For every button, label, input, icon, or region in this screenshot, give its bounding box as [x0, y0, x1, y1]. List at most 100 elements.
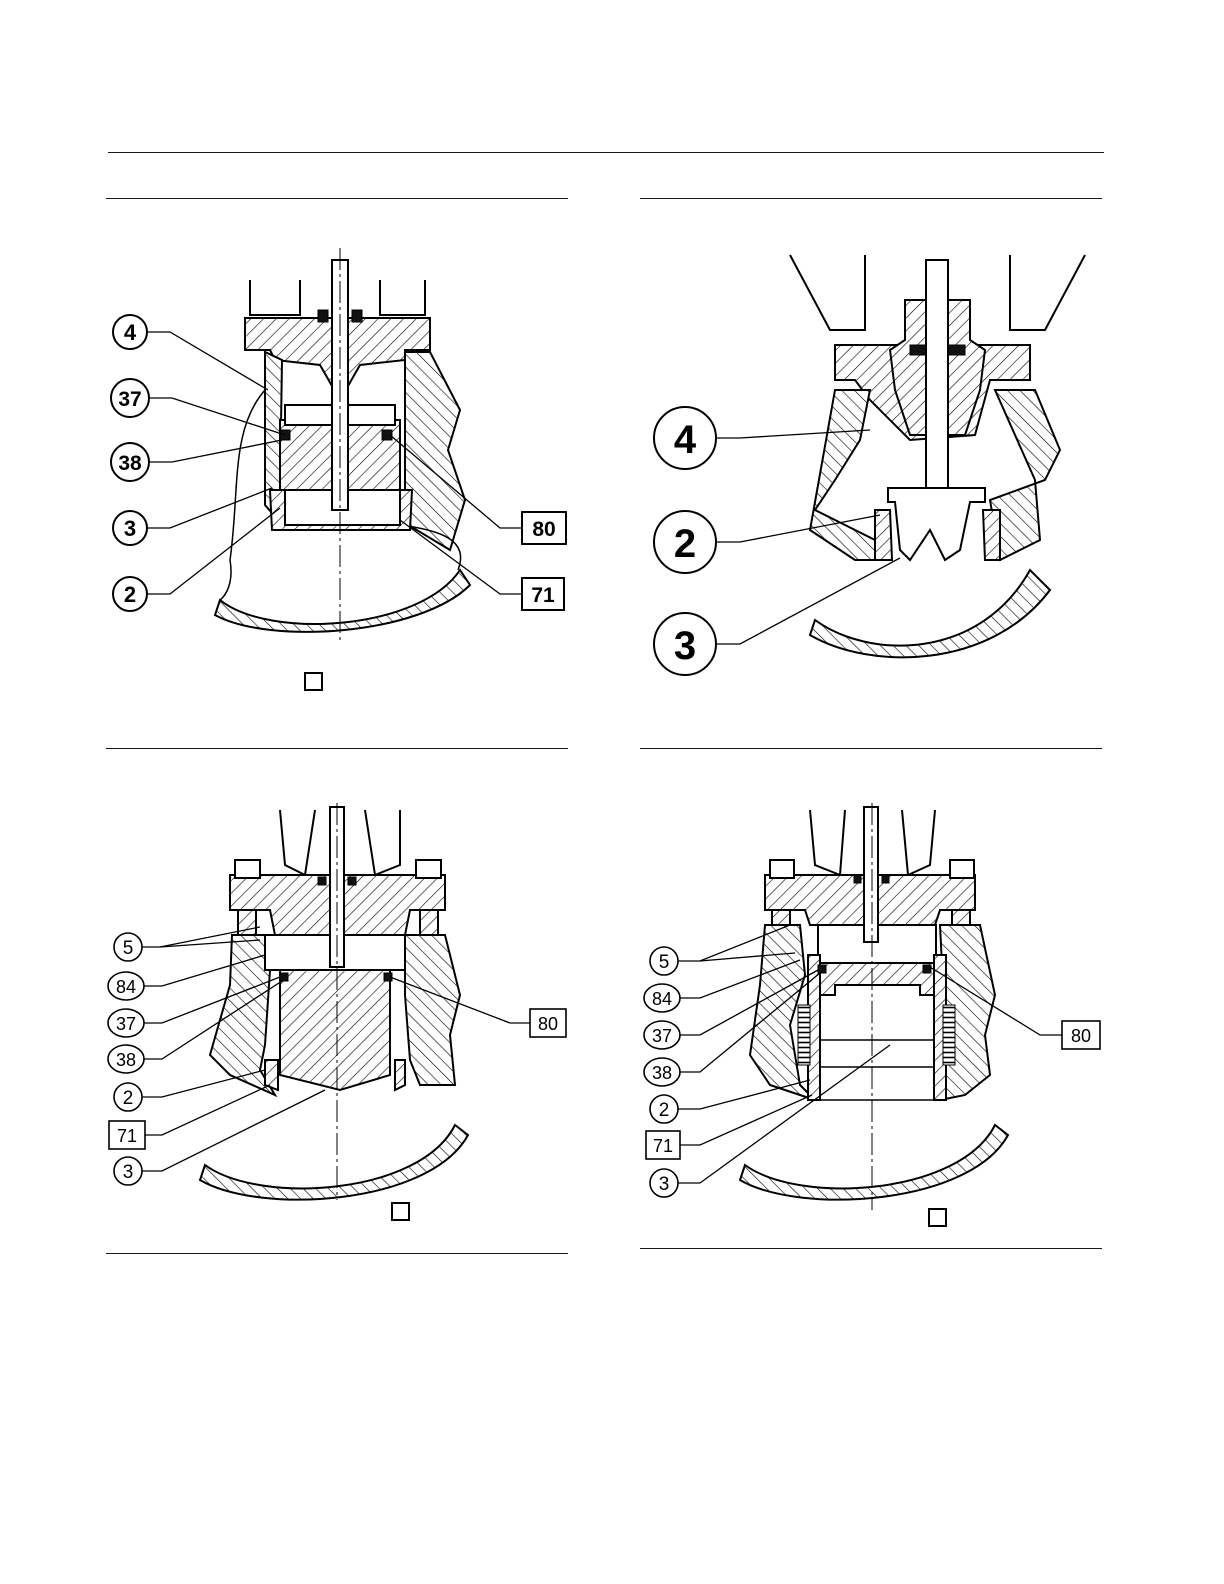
- nut-right: [950, 860, 974, 878]
- leader-38: [148, 440, 282, 462]
- seal-right: [923, 965, 931, 973]
- svg-text:5: 5: [123, 938, 134, 959]
- svg-text:3: 3: [659, 1174, 670, 1195]
- callout-37: 37: [108, 1009, 144, 1037]
- svg-text:4: 4: [674, 418, 697, 462]
- svg-text:37: 37: [118, 388, 141, 411]
- callout-3: 3: [114, 1157, 142, 1185]
- seal-left: [818, 965, 826, 973]
- leader-2: [146, 508, 280, 594]
- svg-text:71: 71: [531, 584, 555, 607]
- svg-text:3: 3: [124, 516, 136, 541]
- packing-right: [348, 877, 356, 885]
- leader-3: [146, 488, 272, 528]
- yoke-leg-right: [902, 810, 935, 875]
- svg-text:3: 3: [674, 624, 696, 668]
- valve-drawing-bottom-right: 5 84 37 38 2 71 3 80: [640, 795, 1120, 1235]
- valve-stem: [864, 807, 878, 942]
- callout-3: 3: [650, 1169, 678, 1197]
- svg-text:71: 71: [117, 1126, 137, 1146]
- leader-3: [717, 558, 900, 644]
- svg-text:38: 38: [118, 452, 142, 475]
- body-wall-right: [405, 935, 460, 1085]
- valve-drawing-top-left: 4 37 38 3 2 80 71: [100, 240, 580, 710]
- plug: [888, 488, 985, 560]
- nut-left: [770, 860, 794, 878]
- empty-marker-box: [392, 1203, 409, 1220]
- rule-top-left-upper: [106, 198, 568, 199]
- callout-2: 2: [113, 577, 147, 611]
- svg-text:37: 37: [652, 1026, 672, 1046]
- packing-left: [318, 310, 328, 322]
- yoke-leg-right: [380, 280, 425, 315]
- yoke-leg-left: [280, 810, 315, 875]
- callout-71: 71: [646, 1131, 680, 1159]
- rule-bottom-left-lower: [106, 1253, 568, 1254]
- callout-4: 4: [113, 315, 147, 349]
- nut-left: [235, 860, 260, 878]
- svg-text:5: 5: [659, 952, 670, 973]
- svg-text:3: 3: [123, 1162, 134, 1183]
- yoke-leg-right: [1010, 255, 1085, 330]
- body-bottom: [740, 1125, 1008, 1200]
- leader-71: [680, 1095, 812, 1145]
- yoke-leg-left: [250, 280, 300, 315]
- figure-top-left: 4 37 38 3 2 80 71: [100, 240, 580, 710]
- packing-right: [882, 875, 889, 883]
- yoke-leg-left: [810, 810, 845, 875]
- svg-text:71: 71: [653, 1136, 673, 1156]
- callout-38: 38: [644, 1058, 680, 1086]
- callout-5: 5: [650, 947, 678, 975]
- rule-top-left-lower: [106, 748, 568, 749]
- callout-2: 2: [114, 1083, 142, 1111]
- packing-left: [318, 877, 326, 885]
- callout-37: 37: [644, 1021, 680, 1049]
- callout-80: 80: [530, 1009, 566, 1037]
- svg-text:4: 4: [124, 320, 137, 345]
- callout-84: 84: [644, 984, 680, 1012]
- body-bottom: [200, 1125, 468, 1200]
- figure-top-right: 4 2 3: [640, 240, 1110, 710]
- header-rule: [108, 152, 1104, 153]
- callout-2: 2: [654, 511, 716, 573]
- nut-right: [416, 860, 441, 878]
- callout-4: 4: [654, 407, 716, 469]
- svg-text:84: 84: [652, 989, 672, 1009]
- yoke-leg-right: [365, 810, 400, 875]
- spring-right: [943, 1005, 955, 1065]
- seat-ring-left: [265, 1060, 278, 1090]
- svg-text:80: 80: [1071, 1026, 1091, 1046]
- rule-top-right-upper: [640, 198, 1102, 199]
- seal-left: [280, 973, 288, 981]
- body-wall-left: [810, 390, 875, 560]
- seat-ring-left: [875, 510, 892, 560]
- valve-drawing-bottom-left: 5 84 37 38 2 71 3 80: [100, 795, 580, 1235]
- callout-5: 5: [114, 933, 142, 961]
- callout-80: 80: [1062, 1021, 1100, 1049]
- plug-top: [818, 963, 936, 995]
- callout-38: 38: [108, 1045, 144, 1073]
- callout-80: 80: [522, 512, 566, 544]
- spring-left: [798, 1005, 810, 1065]
- svg-text:37: 37: [116, 1014, 136, 1034]
- figure-bottom-left: 5 84 37 38 2 71 3 80: [100, 795, 580, 1235]
- plug: [280, 970, 390, 1090]
- empty-marker-box: [305, 673, 322, 690]
- callout-2: 2: [650, 1095, 678, 1123]
- svg-text:80: 80: [538, 1014, 558, 1034]
- rule-top-right-lower: [640, 748, 1102, 749]
- empty-marker-box: [929, 1209, 946, 1226]
- svg-text:84: 84: [116, 977, 136, 997]
- packing-left: [854, 875, 861, 883]
- callout-37: 37: [111, 379, 149, 417]
- valve-stem: [926, 260, 948, 500]
- callout-3: 3: [113, 511, 147, 545]
- rule-bottom-right-lower: [640, 1248, 1102, 1249]
- svg-text:38: 38: [652, 1063, 672, 1083]
- svg-text:2: 2: [674, 522, 696, 566]
- svg-text:2: 2: [123, 1088, 134, 1109]
- svg-text:2: 2: [659, 1100, 670, 1121]
- leader-71: [145, 1085, 270, 1135]
- svg-text:38: 38: [116, 1050, 136, 1070]
- body-bottom: [215, 570, 470, 632]
